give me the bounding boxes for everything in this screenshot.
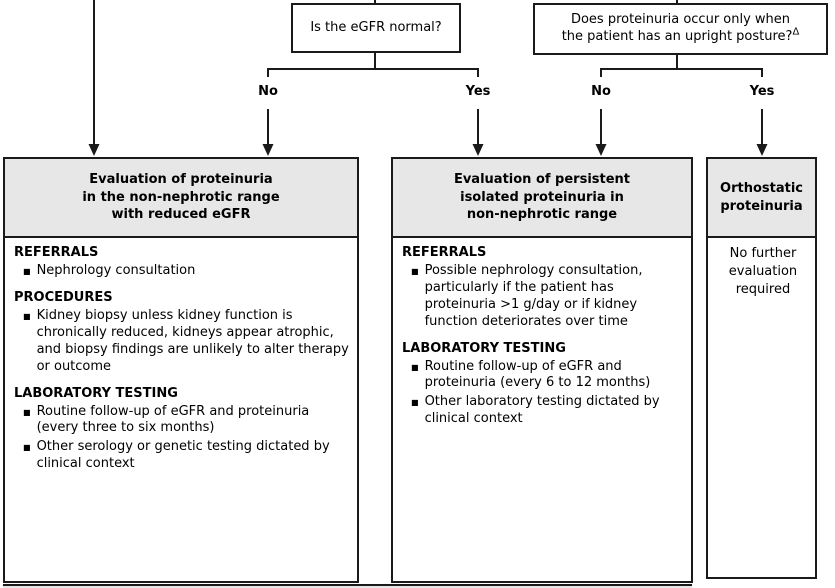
outcome-body-reduced-egfr: REFERRALS ■ Nephrology consultation PROC…	[5, 238, 357, 581]
bullet-square-icon: ■	[411, 398, 419, 408]
bullet-item: ■ Nephrology consultation	[14, 263, 351, 280]
section-referrals: REFERRALS ■ Possible nephrology consulta…	[402, 245, 685, 331]
footnote-marker: Δ	[792, 26, 800, 38]
bullet-item: ■ Possible nephrology consultation, part…	[402, 263, 685, 331]
outcome-box-reduced-egfr: Evaluation of proteinuria in the non-nep…	[3, 157, 359, 583]
branch-label-egfr-yes: Yes	[465, 84, 491, 99]
outcome-title-orthostatic: Orthostatic proteinuria	[708, 159, 815, 238]
branch-label-posture-yes: Yes	[749, 84, 775, 99]
section-heading: LABORATORY TESTING	[14, 385, 178, 401]
bullet-text: Nephrology consultation	[36, 263, 196, 278]
bullet-square-icon: ■	[411, 362, 419, 372]
bullet-item: ■ Routine follow-up of eGFR and proteinu…	[402, 359, 685, 393]
decision-text-egfr: Is the eGFR normal?	[310, 19, 442, 35]
bullet-text: Possible nephrology consultation, partic…	[424, 263, 643, 329]
branch-label-egfr-no: No	[258, 84, 278, 99]
bullet-square-icon: ■	[23, 407, 31, 417]
outcome-body-orthostatic: No further evaluation required	[728, 246, 798, 298]
outcome-title-persistent-isolated: Evaluation of persistent isolated protei…	[393, 159, 691, 238]
outcome-box-orthostatic: Orthostatic proteinuria No further evalu…	[706, 157, 817, 579]
section-laboratory-testing: LABORATORY TESTING ■ Routine follow-up o…	[14, 386, 351, 474]
bullet-square-icon: ■	[23, 312, 31, 321]
bullet-square-icon: ■	[23, 443, 31, 453]
egfr-branch-lines	[262, 53, 484, 156]
decision-box-posture: Does proteinuria occur only when the pat…	[533, 3, 828, 55]
posture-branch-lines	[595, 55, 768, 156]
outcome-box-persistent-isolated: Evaluation of persistent isolated protei…	[391, 157, 693, 583]
bullet-text: Other serology or genetic testing dictat…	[36, 439, 330, 472]
section-procedures: PROCEDURES ■ Kidney biopsy unless kidney…	[14, 290, 351, 376]
bullet-text: Kidney biopsy unless kidney function is …	[36, 308, 349, 374]
section-heading: REFERRALS	[14, 245, 99, 260]
section-referrals: REFERRALS ■ Nephrology consultation	[14, 245, 351, 280]
next-box-cutoff	[3, 584, 692, 588]
bullet-item: ■ Kidney biopsy unless kidney function i…	[14, 308, 351, 376]
bullet-square-icon: ■	[23, 267, 31, 276]
bullet-item: ■ Other serology or genetic testing dict…	[14, 439, 351, 473]
section-heading: LABORATORY TESTING	[402, 340, 566, 356]
entry-arrow	[88, 0, 100, 156]
decision-text-posture: Does proteinuria occur only when the pat…	[561, 12, 800, 44]
section-laboratory-testing: LABORATORY TESTING ■ Routine follow-up o…	[402, 341, 685, 429]
section-heading: REFERRALS	[402, 245, 487, 260]
bullet-text: Other laboratory testing dictated by cli…	[424, 394, 660, 427]
branch-label-posture-no: No	[591, 84, 611, 99]
bullet-text: Routine follow-up of eGFR and proteinuri…	[36, 403, 310, 436]
bullet-text: Routine follow-up of eGFR and proteinuri…	[424, 358, 651, 391]
outcome-title-reduced-egfr: Evaluation of proteinuria in the non-nep…	[5, 159, 357, 238]
bullet-square-icon: ■	[411, 267, 419, 276]
outcome-body-persistent-isolated: REFERRALS ■ Possible nephrology consulta…	[393, 238, 691, 581]
decision-box-egfr: Is the eGFR normal?	[291, 3, 461, 53]
bullet-item: ■ Other laboratory testing dictated by c…	[402, 394, 685, 428]
bullet-item: ■ Routine follow-up of eGFR and proteinu…	[14, 404, 351, 438]
section-heading: PROCEDURES	[14, 290, 113, 305]
